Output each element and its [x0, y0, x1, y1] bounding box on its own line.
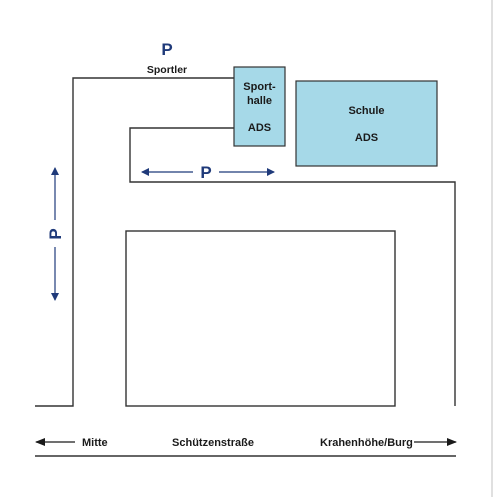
parking-horizontal-symbol[interactable]: P: [200, 163, 211, 182]
central-block: [125, 230, 396, 407]
street-direction-left: Mitte: [82, 437, 108, 449]
street-name: Schützenstraße: [172, 437, 254, 449]
sporthalle-tag: ADS: [248, 122, 271, 134]
road-outline-inner: [129, 127, 456, 406]
schule-label: Schule: [348, 105, 384, 117]
road-outline-outer: [35, 77, 234, 407]
schule-building[interactable]: [295, 80, 438, 167]
schule-tag: ADS: [355, 132, 378, 144]
sporthalle-label-line1: Sport-: [243, 81, 276, 93]
parking-sportler-label: Sportler: [147, 64, 187, 76]
parking-sportler-symbol[interactable]: P: [161, 40, 172, 59]
sporthalle-label-line2: halle: [247, 95, 272, 107]
sporthalle-building[interactable]: [233, 66, 286, 147]
parking-vertical-symbol[interactable]: P: [46, 228, 65, 239]
street-direction-right: Krahenhöhe/Burg: [320, 437, 413, 449]
